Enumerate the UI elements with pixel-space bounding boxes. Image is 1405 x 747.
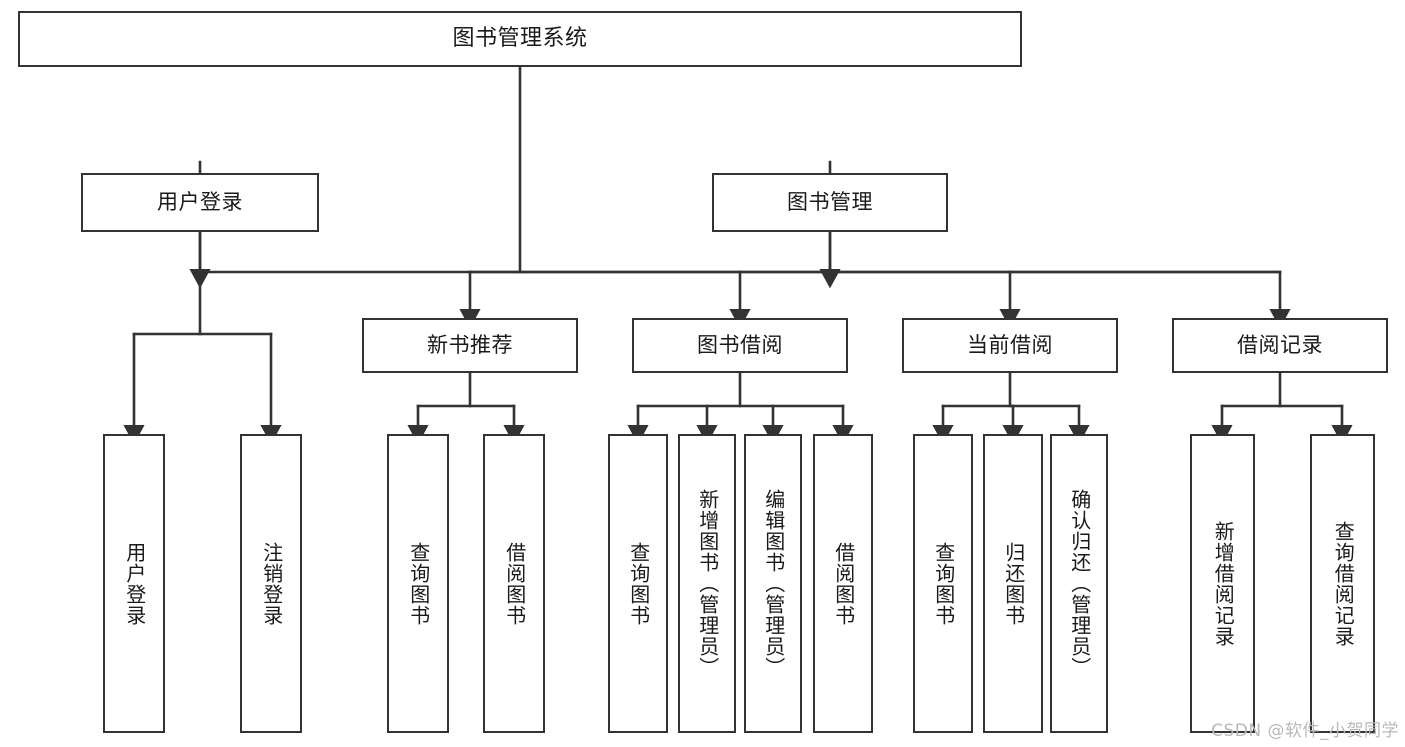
node-user-login-label: 用户登录	[157, 189, 243, 214]
node-borrow-record-label: 借阅记录	[1237, 332, 1323, 357]
node-new-book-recommend[interactable]: 新书推荐	[362, 318, 578, 373]
leaf-query-book-newbook[interactable]: 查询图书	[387, 434, 449, 733]
leaf-logout[interactable]: 注销登录	[240, 434, 302, 733]
node-book-management[interactable]: 图书管理	[712, 173, 948, 232]
leaf-confirm-return-admin[interactable]: 确认归还（管理员）	[1050, 434, 1108, 733]
leaf-borrow-book-newbook[interactable]: 借阅图书	[483, 434, 545, 733]
node-book-borrow-label: 图书借阅	[697, 332, 783, 357]
watermark: CSDN @软件_小贺同学	[1211, 721, 1399, 741]
leaf-borrow-book-label: 借阅图书	[831, 541, 856, 626]
node-book-management-label: 图书管理	[787, 189, 873, 214]
leaf-query-book-newbook-label: 查询图书	[406, 541, 431, 626]
leaf-edit-book-admin-label: 编辑图书（管理员）	[761, 489, 786, 678]
leaf-query-book-current[interactable]: 查询图书	[913, 434, 973, 733]
leaf-borrow-book-newbook-label: 借阅图书	[502, 541, 527, 626]
leaf-borrow-book[interactable]: 借阅图书	[813, 434, 873, 733]
node-new-book-recommend-label: 新书推荐	[427, 332, 513, 357]
node-root-label: 图书管理系统	[452, 25, 588, 51]
leaf-add-book-admin-label: 新增图书（管理员）	[695, 489, 720, 678]
leaf-query-book-borrow-label: 查询图书	[626, 541, 651, 626]
leaf-return-book[interactable]: 归还图书	[983, 434, 1043, 733]
node-book-borrow[interactable]: 图书借阅	[632, 318, 848, 373]
leaf-add-borrow-record[interactable]: 新增借阅记录	[1190, 434, 1255, 733]
leaf-return-book-label: 归还图书	[1001, 541, 1026, 626]
node-current-borrow[interactable]: 当前借阅	[902, 318, 1118, 373]
leaf-add-book-admin[interactable]: 新增图书（管理员）	[678, 434, 736, 733]
leaf-query-book-current-label: 查询图书	[931, 541, 956, 626]
leaf-query-book-borrow[interactable]: 查询图书	[608, 434, 668, 733]
leaf-user-login[interactable]: 用户登录	[103, 434, 165, 733]
node-user-login[interactable]: 用户登录	[81, 173, 319, 232]
leaf-query-borrow-record-label: 查询借阅记录	[1331, 520, 1356, 647]
leaf-edit-book-admin[interactable]: 编辑图书（管理员）	[744, 434, 802, 733]
node-borrow-record[interactable]: 借阅记录	[1172, 318, 1388, 373]
leaf-confirm-return-admin-label: 确认归还（管理员）	[1067, 489, 1092, 678]
leaf-add-borrow-record-label: 新增借阅记录	[1211, 520, 1236, 647]
leaf-user-login-label: 用户登录	[122, 541, 147, 626]
node-current-borrow-label: 当前借阅	[967, 332, 1053, 357]
leaf-query-borrow-record[interactable]: 查询借阅记录	[1310, 434, 1375, 733]
leaf-logout-label: 注销登录	[259, 541, 284, 626]
node-root[interactable]: 图书管理系统	[18, 11, 1022, 67]
